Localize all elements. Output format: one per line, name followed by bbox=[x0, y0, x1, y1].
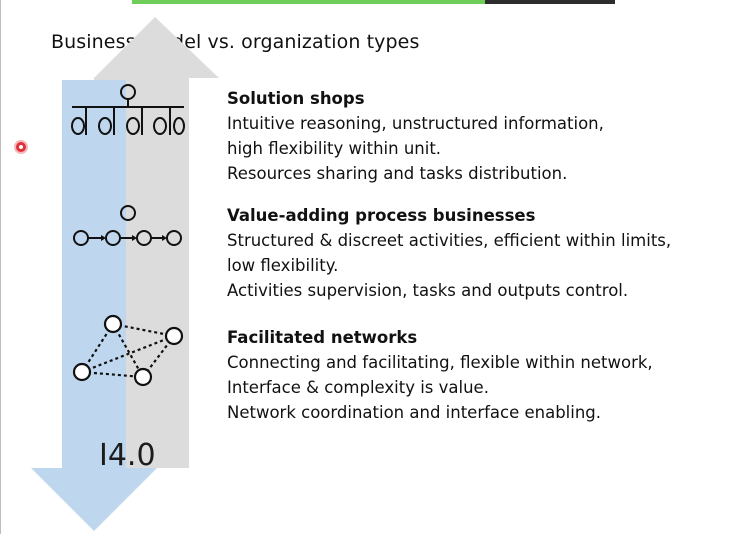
pointer-indicator bbox=[16, 142, 26, 152]
section-text-line: Connecting and facilitating, flexible wi… bbox=[227, 353, 653, 372]
section-text-line: Resources sharing and tasks distribution… bbox=[227, 164, 568, 183]
down-arrow bbox=[31, 80, 157, 531]
window-left-border bbox=[0, 0, 1, 534]
section-text-line: Network coordination and interface enabl… bbox=[227, 403, 602, 422]
section-text-line: Activities supervision, tasks and output… bbox=[227, 281, 629, 300]
section-text-line: Intuitive reasoning, unstructured inform… bbox=[227, 114, 604, 133]
industry-4-label: I4.0 bbox=[99, 438, 156, 473]
hierarchy-icon bbox=[71, 84, 185, 135]
progress-fill bbox=[132, 0, 485, 4]
section-text-line: Structured & discreet activities, effici… bbox=[227, 231, 672, 250]
section-facilitated-networks: Facilitated networks Connecting and faci… bbox=[227, 325, 727, 425]
section-heading: Facilitated networks bbox=[227, 328, 418, 347]
section-heading: Solution shops bbox=[227, 89, 365, 108]
section-heading: Value-adding process businesses bbox=[227, 206, 536, 225]
section-text-line: high flexibility within unit. bbox=[227, 139, 442, 158]
section-text-line: low flexibility. bbox=[227, 256, 339, 275]
slide-progress-bar bbox=[132, 0, 615, 4]
process-chain-icon bbox=[73, 205, 182, 246]
network-icon bbox=[72, 314, 184, 387]
section-solution-shops: Solution shops Intuitive reasoning, unst… bbox=[227, 86, 727, 186]
section-value-adding: Value-adding process businesses Structur… bbox=[227, 203, 727, 303]
progress-remaining bbox=[484, 0, 615, 4]
section-text-line: Interface & complexity is value. bbox=[227, 378, 489, 397]
